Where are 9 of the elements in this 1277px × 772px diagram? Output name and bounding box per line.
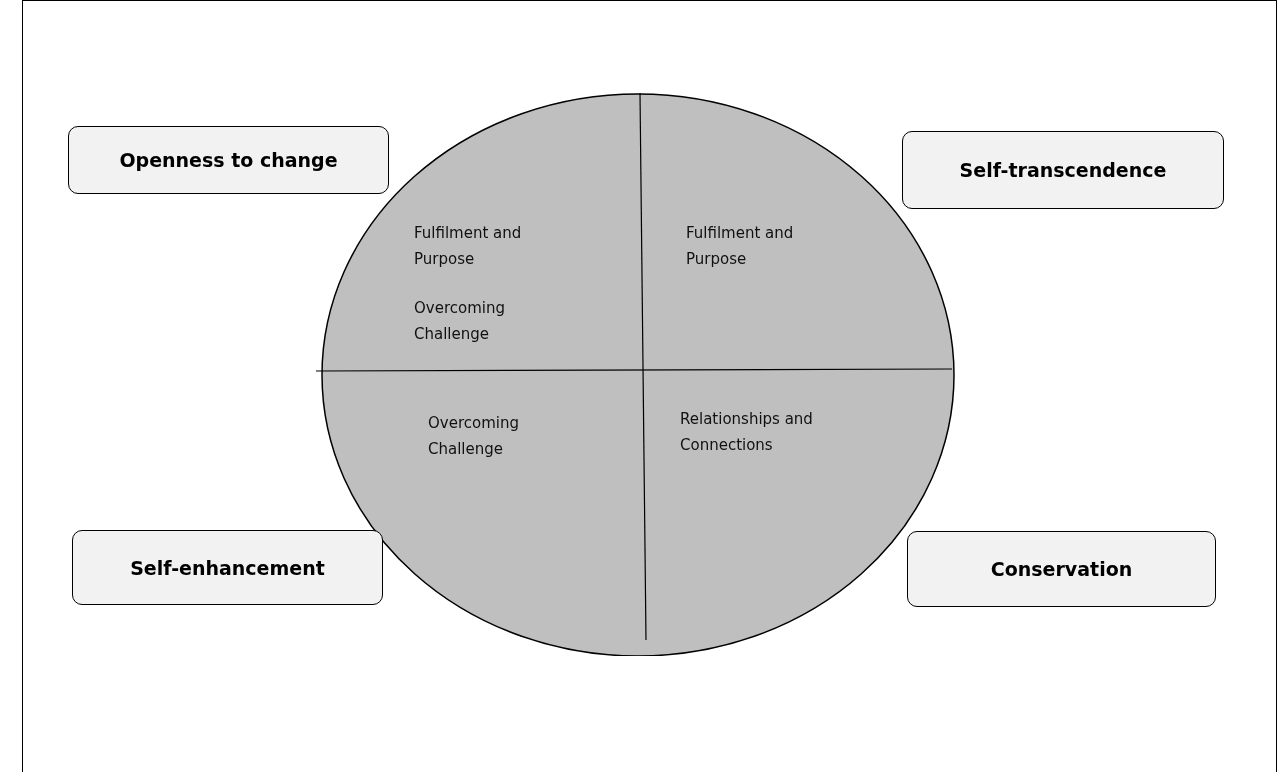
quadrant-label: Relationships and Connections [680, 409, 814, 456]
category-box: Self-transcendence [902, 131, 1224, 209]
quadrant-label: Fulfilment and Purpose [686, 223, 795, 270]
quadrant-label: Overcoming Challenge [428, 413, 520, 460]
category-box: Openness to change [68, 126, 389, 194]
quadrant-label: Fulfilment and Purpose [414, 223, 523, 270]
quadrant-label: Overcoming Challenge [414, 298, 506, 345]
category-box: Self-enhancement [72, 530, 383, 605]
category-box: Conservation [907, 531, 1216, 607]
